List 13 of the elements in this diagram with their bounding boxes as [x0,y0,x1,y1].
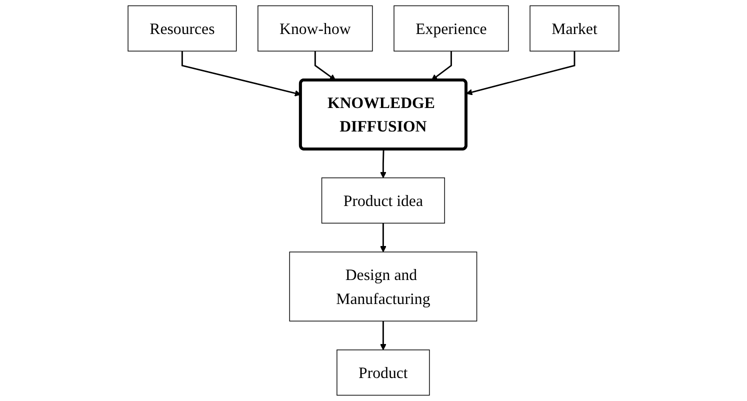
node-box: Know-how [258,5,373,52]
node-box: Resources [128,5,237,52]
arrow [380,223,386,252]
node-box: Product idea [321,177,445,224]
arrow [380,149,386,178]
arrow [380,321,386,350]
node-box: Product [336,350,430,396]
arrow [431,51,452,81]
node-box: Design and Manufacturing [289,252,478,322]
arrow [314,51,336,81]
arrow [466,51,576,96]
node-box: Experience [394,5,509,52]
node-box: Market [530,5,620,52]
